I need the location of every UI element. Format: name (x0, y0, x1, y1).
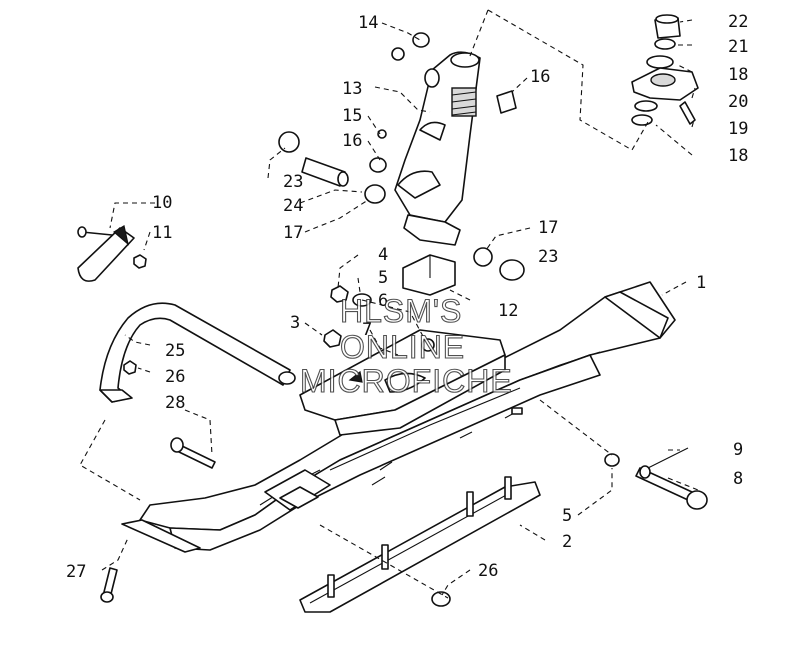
callout-17-left: 17 (283, 223, 303, 243)
callout-15: 15 (342, 106, 362, 126)
spacer-24 (301, 157, 349, 187)
nut-4 (330, 285, 349, 303)
bushing-17-left (364, 184, 386, 204)
callout-6: 6 (378, 291, 388, 311)
callout-8: 8 (733, 469, 743, 489)
ski-tip-bracket (121, 519, 201, 553)
washer-5-lower (604, 453, 620, 467)
callout-21: 21 (728, 37, 748, 57)
steering-arm-20 (631, 67, 699, 101)
callout-labels: 1 2 3 4 5 6 7 8 9 10 11 12 13 14 15 16 1… (66, 12, 748, 582)
nut-11 (133, 254, 147, 269)
callout-16-left: 16 (342, 131, 362, 151)
callout-7: 7 (362, 320, 372, 340)
washer-18-lower (631, 100, 658, 126)
callout-19: 19 (728, 119, 748, 139)
watermark-line-1: HLSM'S (340, 293, 462, 329)
callout-25: 25 (165, 341, 185, 361)
nut-26-ski (431, 591, 451, 607)
screw-10 (77, 226, 113, 238)
washer-14 (391, 32, 430, 61)
callout-23-left: 23 (283, 172, 303, 192)
spindle (394, 51, 481, 246)
bushing-16-upper (496, 90, 517, 114)
callout-26-handle: 26 (165, 367, 185, 387)
callout-4: 4 (378, 245, 388, 265)
callout-27: 27 (66, 562, 86, 582)
bolt-28 (170, 437, 216, 469)
o-ring-21 (654, 38, 676, 50)
handle-clamp-10 (77, 225, 135, 282)
bushing-16-lower (369, 157, 387, 173)
ski-saddle (299, 329, 506, 436)
watermark-line-3: MICROFICHE (300, 363, 513, 399)
callout-22: 22 (728, 12, 748, 32)
callout-18-lower: 18 (728, 146, 748, 166)
cap-23-left (278, 131, 300, 153)
callout-11: 11 (152, 223, 172, 243)
callout-1: 1 (696, 273, 706, 293)
callout-12: 12 (498, 301, 518, 321)
wear-bar (299, 476, 541, 613)
nut-26-handle (123, 360, 137, 375)
callout-3: 3 (290, 313, 300, 333)
bolt-8 (635, 465, 708, 510)
cap-23-right (499, 259, 525, 281)
callout-16-right: 16 (530, 67, 550, 87)
callout-28: 28 (165, 393, 185, 413)
leader-lines (79, 9, 699, 599)
callout-26-ski: 26 (478, 561, 498, 581)
wear-bar-stud (327, 476, 512, 598)
callout-23-right: 23 (538, 247, 558, 267)
callout-18-upper: 18 (728, 65, 748, 85)
callout-17-right: 17 (538, 218, 558, 238)
nut-3 (323, 329, 342, 348)
watermark-line-2: ONLINE (340, 329, 465, 365)
cap-22 (654, 14, 681, 39)
callout-5-lower: 5 (562, 506, 572, 526)
callout-13: 13 (342, 79, 362, 99)
bushing-17-right (473, 247, 493, 267)
callout-5-upper: 5 (378, 268, 388, 288)
callout-10: 10 (152, 193, 172, 213)
callout-9: 9 (733, 440, 743, 460)
callout-2: 2 (562, 532, 572, 552)
callout-14: 14 (358, 13, 378, 33)
bumper-block-12 (402, 254, 456, 296)
fitting-15 (377, 129, 387, 139)
ski-handle (99, 302, 296, 403)
callout-24: 24 (283, 196, 303, 216)
callout-20: 20 (728, 92, 748, 112)
bolt-27 (100, 567, 118, 603)
bolt-19 (679, 101, 696, 125)
cotter-pin-9 (647, 447, 689, 469)
watermark: HLSM'S ONLINE MICROFICHE (299, 292, 513, 399)
washer-18-upper (646, 55, 674, 69)
